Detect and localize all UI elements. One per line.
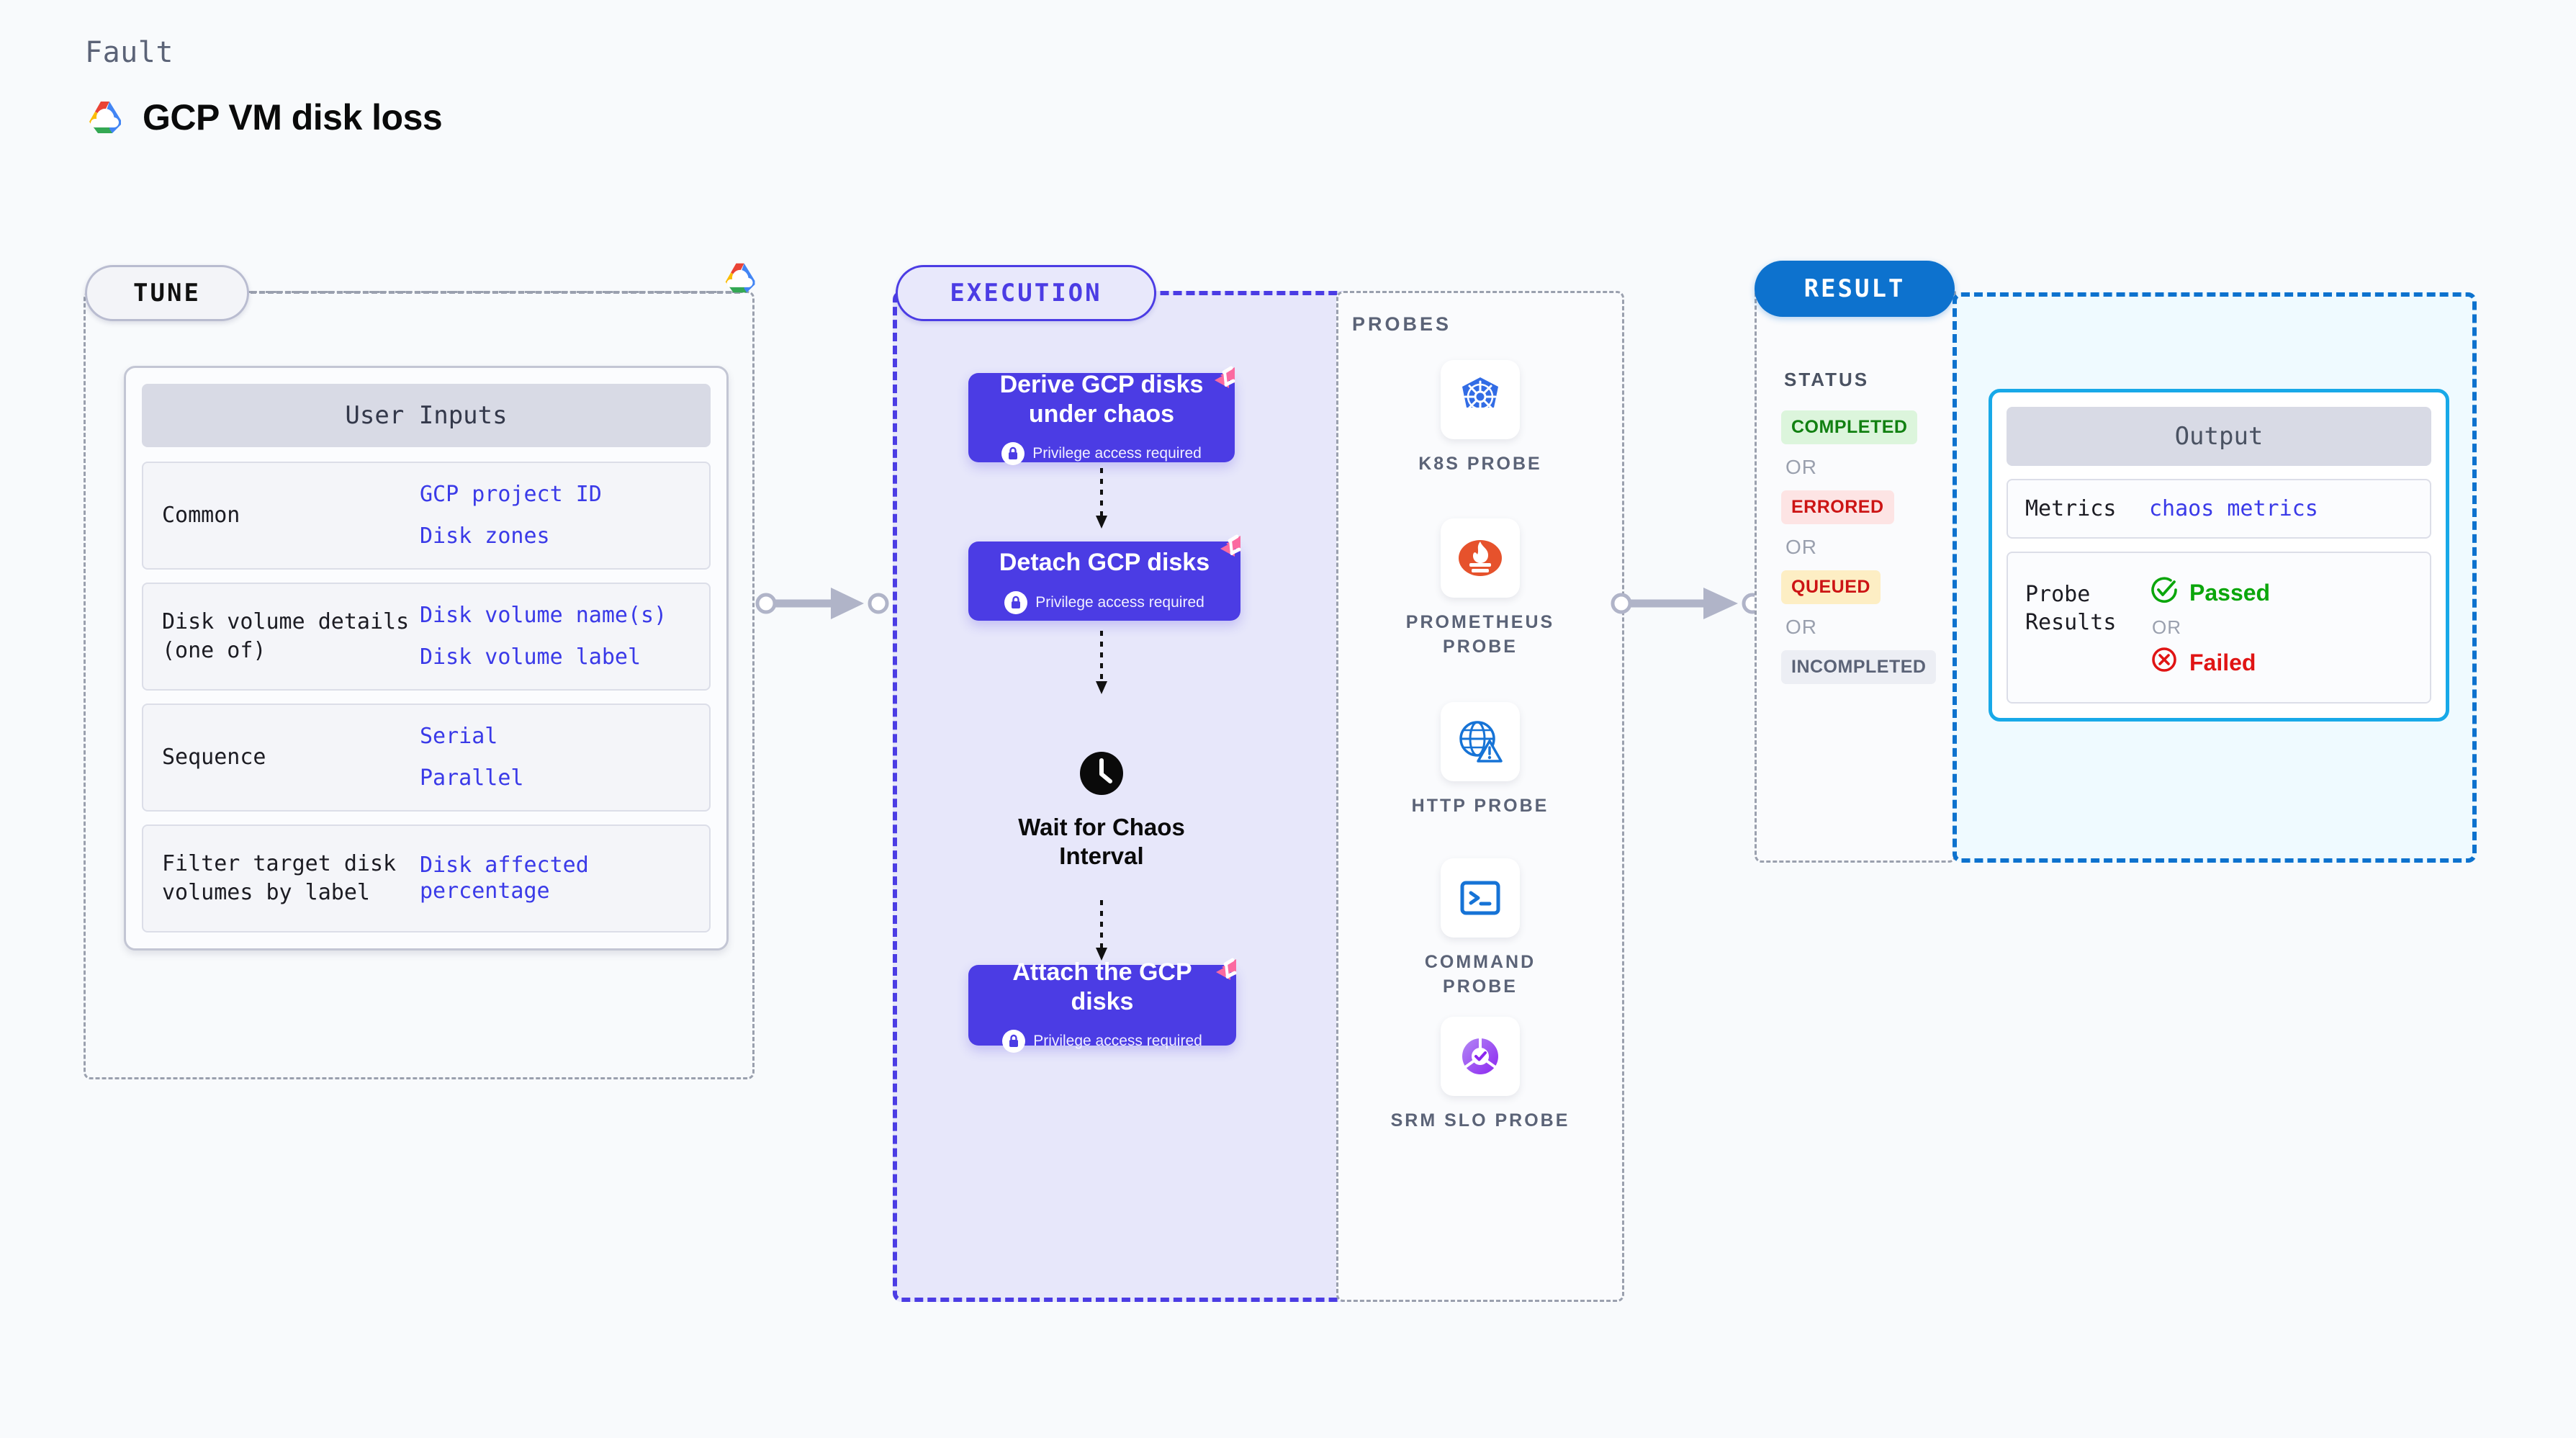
execution-arrow-1 (1089, 468, 1114, 538)
execution-pill-label[interactable]: EXECUTION (896, 265, 1156, 321)
wait-node-label: Wait for Chaos Interval (1018, 814, 1185, 870)
page-title: GCP VM disk loss (143, 97, 443, 138)
tune-gcp-logo-icon (721, 261, 759, 295)
privilege-text: Privilege access required (1033, 1033, 1202, 1050)
status-badge: COMPLETED (1781, 410, 1918, 444)
fault-title-row: GCP VM disk loss (85, 96, 443, 138)
probe-result-passed: Passed (2149, 575, 2270, 611)
execution-node[interactable]: Derive GCP disks under chaos Privilege a… (968, 366, 1235, 466)
probe-label: COMMAND PROBE (1424, 952, 1536, 997)
output-metrics-row[interactable]: Metrics chaos metrics (2007, 479, 2431, 539)
status-badge: INCOMPLETED (1781, 650, 1937, 684)
check-circle-icon (2149, 575, 2179, 611)
status-title: STATUS (1784, 369, 1870, 390)
lock-icon (1001, 442, 1025, 466)
tune-panel (84, 291, 755, 1079)
probe-item-srm-slo[interactable]: SRM SLO PROBE (1390, 1017, 1570, 1133)
user-input-value[interactable]: Serial (420, 724, 498, 749)
execution-node[interactable]: Detach GCP disks Privilege access requir… (968, 534, 1241, 621)
probes-panel (1336, 291, 1624, 1302)
status-list: COMPLETED OR ERRORED OR QUEUED OR INCOMP… (1781, 410, 1940, 684)
user-input-row[interactable]: Filter target disk volumes by label Disk… (142, 824, 711, 933)
wait-for-chaos-node[interactable]: Wait for Chaos Interval (1008, 749, 1195, 871)
execution-node-title: Attach the GCP disks (1012, 958, 1192, 1015)
privilege-text: Privilege access required (1032, 445, 1202, 462)
user-input-label: Disk volume details (one of) (162, 609, 410, 663)
probe-item-command[interactable]: COMMAND PROBE (1390, 858, 1570, 999)
probe-item-k8s[interactable]: K8S PROBE (1390, 360, 1570, 477)
passed-label: Passed (2189, 579, 2271, 606)
user-input-row[interactable]: Disk volume details (one of) Disk volume… (142, 583, 711, 691)
output-probe-results-row: Probe Results Passed OR (2007, 552, 2431, 704)
user-inputs-card: User Inputs Common GCP project ID Disk z… (124, 366, 729, 951)
tune-to-execution-arrow (755, 583, 899, 627)
user-input-value[interactable]: GCP project ID (420, 482, 602, 507)
user-input-value[interactable]: Disk affected percentage (420, 853, 589, 904)
clock-icon (1077, 749, 1126, 801)
litmus-logo-icon (1210, 527, 1251, 571)
user-input-row[interactable]: Common GCP project ID Disk zones (142, 462, 711, 570)
probe-label: SRM SLO PROBE (1390, 1110, 1570, 1131)
probe-label: HTTP PROBE (1411, 796, 1549, 816)
probe-results-label: Probe Results (2025, 582, 2117, 635)
privilege-notice: Privilege access required (1004, 590, 1204, 614)
litmus-logo-icon (1206, 951, 1246, 994)
litmus-logo-icon (1204, 359, 1245, 403)
probe-label: K8S PROBE (1418, 454, 1542, 474)
privilege-notice: Privilege access required (1002, 1030, 1202, 1053)
probe-result-failed: Failed (2149, 644, 2270, 680)
kubernetes-icon (1441, 360, 1520, 439)
execution-arrow-3 (1089, 900, 1114, 970)
probe-label: PROMETHEUS PROBE (1405, 612, 1555, 657)
metrics-label: Metrics (2025, 496, 2117, 521)
execution-node-title: Derive GCP disks under chaos (999, 370, 1204, 428)
prometheus-icon (1441, 518, 1520, 598)
execution-to-result-arrow (1610, 583, 1775, 627)
execution-arrow-2 (1089, 631, 1114, 704)
user-input-value[interactable]: Disk volume name(s) (420, 603, 667, 628)
user-input-value[interactable]: Disk zones (420, 523, 550, 549)
status-or-label: OR (1785, 456, 1817, 478)
user-input-label: Sequence (162, 745, 266, 770)
execution-node-title: Detach GCP disks (999, 549, 1210, 577)
probe-item-http[interactable]: HTTP PROBE (1390, 702, 1570, 819)
x-circle-icon (2149, 644, 2179, 680)
status-or-label: OR (1785, 536, 1817, 558)
probe-item-prometheus[interactable]: PROMETHEUS PROBE (1390, 518, 1570, 660)
output-card: Output Metrics chaos metrics Probe Resul… (1989, 389, 2449, 722)
user-input-value[interactable]: Disk volume label (420, 644, 641, 670)
status-badge: QUEUED (1781, 570, 1881, 604)
metrics-value[interactable]: chaos metrics (2149, 496, 2318, 521)
probe-result-or-label: OR (2152, 616, 2181, 638)
user-input-value[interactable]: Parallel (420, 765, 524, 791)
gcp-logo-icon (85, 99, 125, 136)
user-input-label: Common (162, 503, 240, 529)
user-input-row[interactable]: Sequence Serial Parallel (142, 704, 711, 812)
user-input-label: Filter target disk volumes by label (162, 851, 397, 905)
http-globe-icon (1441, 702, 1520, 781)
execution-node[interactable]: Attach the GCP disks Privilege access re… (968, 958, 1237, 1053)
user-inputs-title: User Inputs (142, 384, 711, 447)
lock-icon (1002, 1030, 1026, 1053)
tune-pill-label[interactable]: TUNE (85, 265, 249, 321)
privilege-text: Privilege access required (1035, 593, 1204, 611)
failed-label: Failed (2189, 649, 2256, 675)
status-or-label: OR (1785, 616, 1817, 638)
output-title: Output (2007, 407, 2431, 466)
privilege-notice: Privilege access required (1001, 442, 1202, 466)
probes-title: PROBES (1352, 313, 1452, 335)
page-header: Fault GCP VM disk loss (85, 36, 443, 138)
srm-slo-icon (1441, 1017, 1520, 1096)
status-badge: ERRORED (1781, 490, 1894, 524)
lock-icon (1004, 590, 1028, 614)
fault-eyebrow-label: Fault (85, 36, 174, 69)
terminal-icon (1441, 858, 1520, 938)
result-pill-label[interactable]: RESULT (1755, 261, 1955, 317)
